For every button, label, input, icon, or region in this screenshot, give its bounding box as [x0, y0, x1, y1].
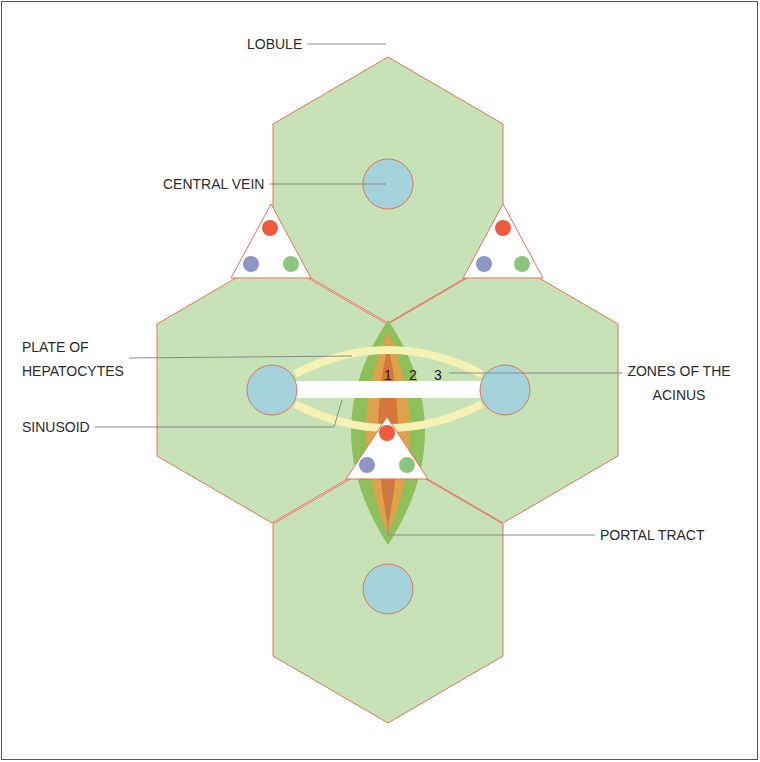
leader-line	[388, 484, 595, 535]
zone-number: 3	[434, 367, 442, 383]
hepatic-artery	[262, 220, 278, 236]
zone-number: 1	[384, 367, 392, 383]
part-label: ZONES OF THE ACINUS	[608, 359, 750, 407]
part-label: PLATE OF HEPATOCYTES	[22, 335, 144, 383]
central-vein	[247, 365, 297, 415]
part-label: SINUSOID	[22, 415, 172, 439]
hepatic-artery	[379, 425, 395, 441]
part-label: CENTRAL VEIN	[163, 172, 323, 196]
leader-line	[449, 373, 622, 374]
part-label: LOBULE	[247, 32, 367, 56]
portal-vein	[243, 256, 259, 272]
part-label: PORTAL TRACT	[600, 523, 750, 547]
leader-line	[129, 356, 352, 358]
portal-vein	[476, 256, 492, 272]
central-vein	[363, 564, 413, 614]
bile-duct	[283, 256, 299, 272]
sinusoid-band	[294, 381, 484, 398]
portal-vein	[359, 457, 375, 473]
portal-triangle	[463, 204, 543, 278]
zone-number: 2	[409, 367, 417, 383]
leader-line	[95, 400, 342, 427]
bile-duct	[399, 457, 415, 473]
leader-line	[269, 184, 386, 185]
leader-line	[307, 44, 386, 45]
portal-triangle	[231, 204, 311, 278]
hepatic-artery	[495, 220, 511, 236]
bile-duct	[514, 256, 530, 272]
portal-triangle	[346, 417, 428, 479]
